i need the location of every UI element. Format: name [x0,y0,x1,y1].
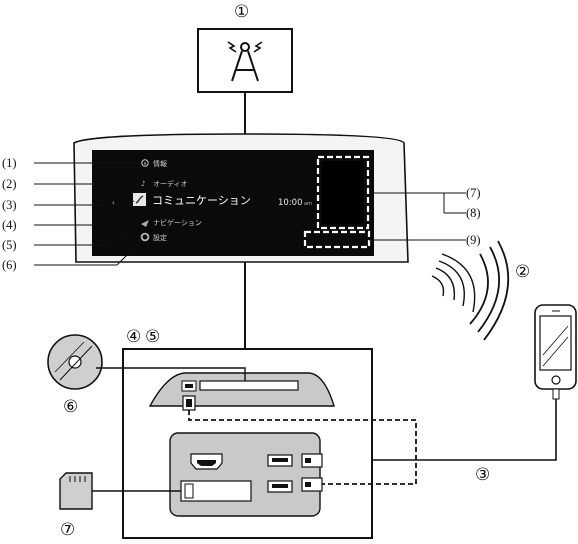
left-pointer-lines [34,162,142,266]
sd-card-icon [59,472,93,510]
navigation-icon [141,220,149,227]
pointer-label-1: (1) [2,156,17,170]
port-panel [169,432,321,517]
usb-plug-1 [301,453,323,468]
right-pointer-lines [369,192,466,241]
pointer-label-4: (4) [2,218,17,232]
menu-item-navigation[interactable]: ナビゲーション [153,218,202,227]
audio-icon: ♪ [141,180,145,188]
menu-item-audio[interactable]: オーディオ [153,179,188,188]
antenna-unit [197,28,293,137]
menu-item-info[interactable]: 情報 [153,159,167,168]
chevron-left-icon[interactable]: ‹ [112,199,115,207]
pointer-label-7: (7) [466,186,481,200]
area-9-highlight [303,230,371,249]
clock-time: 10:00 [278,198,303,208]
callout-4: ④ [126,327,141,347]
clock-suffix: am [304,201,312,207]
phone-usb-cable [322,399,557,461]
wireless-waves-icon [431,240,510,341]
pointer-label-5: (5) [2,238,17,252]
usb-port-top-pin [185,384,193,388]
area-7-8-inner [322,161,364,224]
pointer-label-9: (9) [466,233,481,247]
antenna-icon [227,41,263,82]
disc-slot[interactable] [199,380,299,391]
callout-6: ⑥ [63,397,78,417]
menu-item-settings[interactable]: 設定 [153,233,167,242]
head-unit: 情報 ♪ オーディオ ‹ コミュニケーション ナビゲーション 設定 10:00 … [73,133,409,263]
gear-icon [140,232,150,242]
antenna-box [197,28,293,93]
smartphone-icon [534,304,577,400]
area-7-8-highlight [316,155,370,230]
pointer-label-3: (3) [2,198,17,212]
pointer-label-8: (8) [466,206,481,220]
callout-5: ⑤ [145,327,160,347]
menu-info-icon [141,159,149,167]
callout-7: ⑦ [60,520,75,540]
disc-pointer [96,367,246,381]
usb-plug-2 [301,477,323,492]
pointer-label-2: (2) [2,177,17,191]
dashed-usb-cable [188,410,417,485]
callout-3: ③ [475,465,490,485]
disc-icon [47,334,103,390]
hdmi-port[interactable] [190,453,223,470]
pointer-label-6: (6) [2,258,17,272]
callout-2: ② [515,262,530,282]
callout-1: ① [234,2,249,22]
menu-item-communication[interactable]: コミュニケーション [152,194,251,207]
